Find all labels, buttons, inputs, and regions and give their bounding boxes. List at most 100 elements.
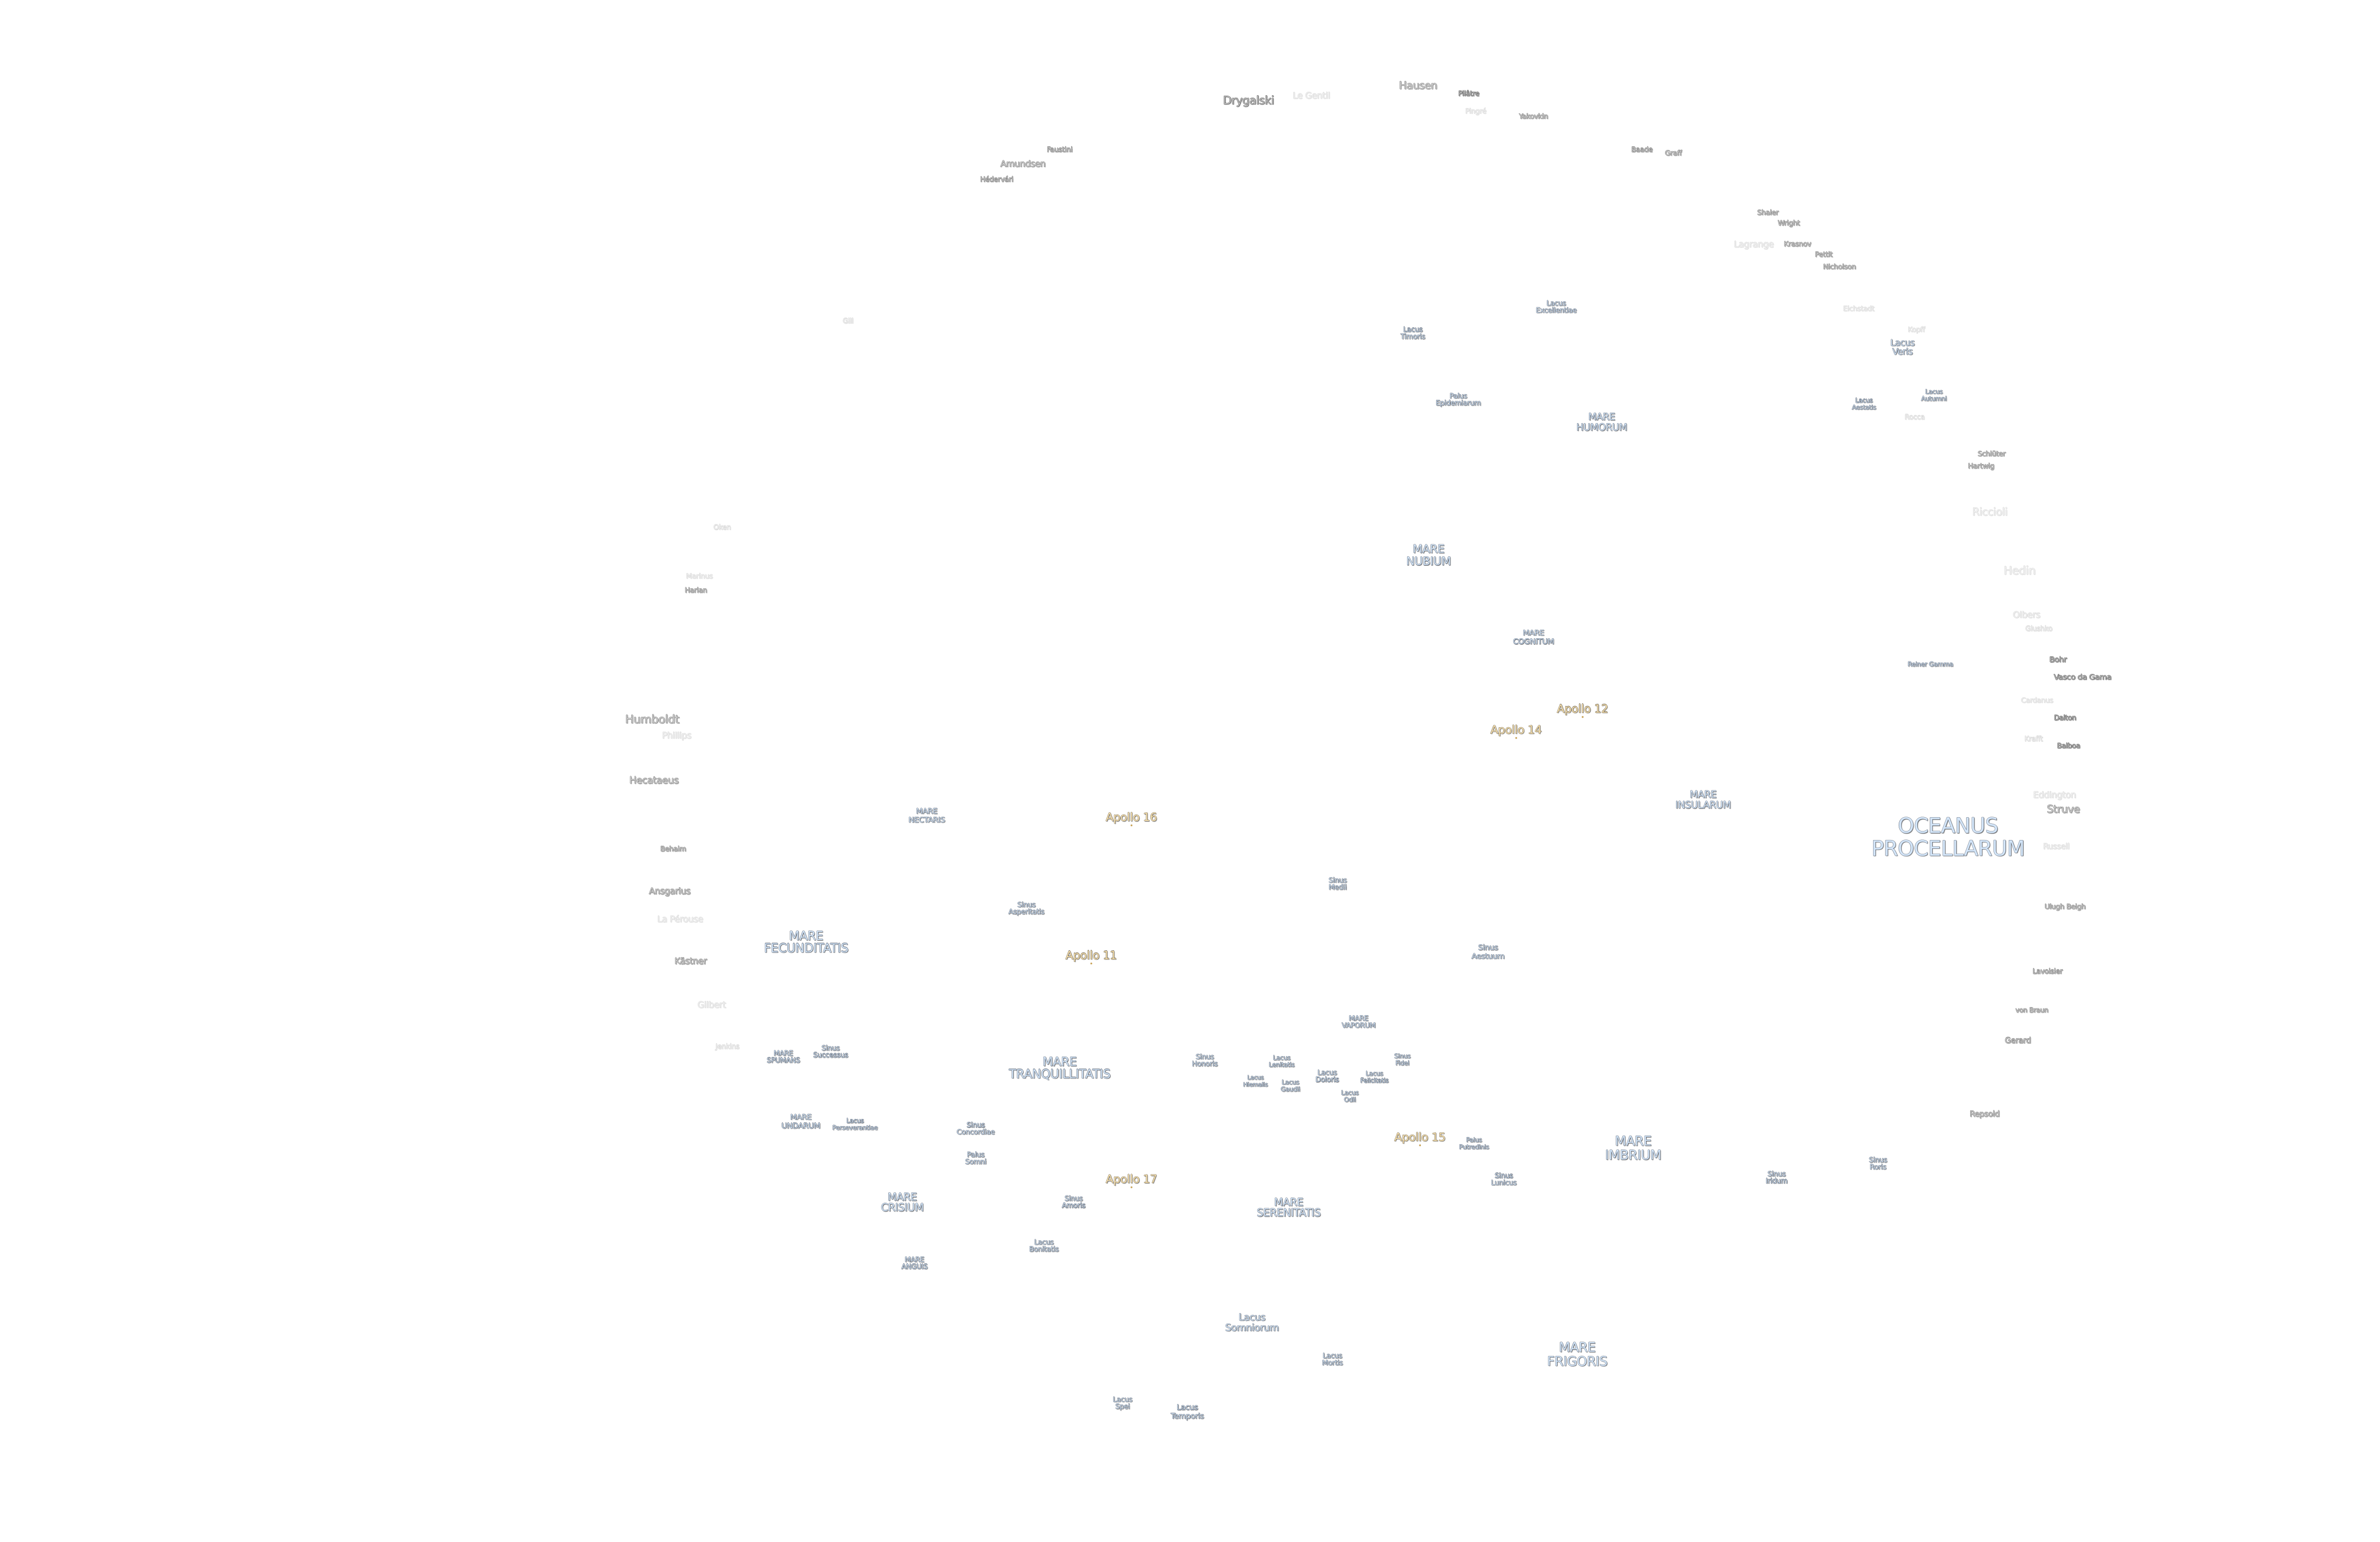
lacus-label: Lacus Excellentiae <box>1536 298 1577 315</box>
crater-label: Hecataeus <box>629 776 679 787</box>
palus-label: Palus Putredinis <box>1459 1137 1489 1151</box>
sinus-label: Sinus Medii <box>1329 875 1347 892</box>
crater-label: Kästner <box>674 957 707 968</box>
sinus-label: Sinus Honoris <box>1192 1052 1218 1068</box>
apollo-label: Apollo 15 <box>1394 1130 1446 1145</box>
landing-site-marker <box>1130 1186 1132 1188</box>
crater-label: Harlan <box>684 585 707 594</box>
lacus-label: Lacus Temporis <box>1170 1404 1204 1422</box>
landing-site-marker <box>1419 1144 1421 1146</box>
landing-site-marker <box>1130 824 1132 826</box>
crater-label: Graff <box>1665 148 1682 158</box>
sinus-label: Sinus Aestuum <box>1471 945 1505 962</box>
crater-label: Eichstadt <box>1843 304 1874 313</box>
crater-label: Nicholson <box>1823 262 1856 271</box>
crater-label: Balboa <box>2057 741 2081 750</box>
apollo-label: Apollo 14 <box>1490 723 1542 737</box>
lacus-label: Lacus Autumni <box>1921 388 1947 402</box>
crater-label: Pilâtre <box>1458 89 1479 98</box>
crater-label: Krasnov <box>1784 239 1812 248</box>
crater-label: Krafft <box>2024 734 2043 743</box>
sinus-label: Sinus Iridum <box>1765 1169 1788 1186</box>
crater-label: Gill <box>843 316 853 325</box>
crater-label: Russell <box>2043 843 2070 853</box>
apollo-label: Apollo 17 <box>1105 1172 1157 1186</box>
mare-label: MARE CRISIUM <box>881 1192 924 1216</box>
apollo-label: Apollo 12 <box>1557 702 1608 716</box>
crater-label: Amundsen <box>1000 159 1046 170</box>
mare-label: MARE FECUNDITATIS <box>764 929 849 957</box>
crater-label: La Pérouse <box>657 915 704 926</box>
crater-label: Hartwig <box>1968 461 1994 470</box>
landing-site-marker <box>1582 716 1583 718</box>
crater-label: Lavoisier <box>2033 967 2063 976</box>
mare-label: MARE SPUMANS <box>766 1048 800 1065</box>
crater-label: Hédervári <box>980 175 1013 184</box>
crater-label: Schlüter <box>1977 449 2006 458</box>
crater-label: Dalton <box>2054 713 2076 722</box>
lacus-label: Lacus Timoris <box>1400 325 1426 341</box>
lacus-label: Lacus Aestatis <box>1852 397 1876 411</box>
crater-label: Oken <box>713 523 731 532</box>
crater-label: Ansgarius <box>649 887 691 898</box>
crater-label: Cardanus <box>2021 695 2053 705</box>
crater-label: Faustini <box>1047 145 1073 154</box>
crater-label: Hausen <box>1398 80 1438 93</box>
mare-label: MARE IMBRIUM <box>1605 1133 1662 1163</box>
crater-label: Riccioli <box>1972 506 2008 519</box>
mare-label: MARE COGNITUM <box>1513 630 1555 647</box>
crater-label: Gerard <box>2004 1038 2031 1047</box>
sinus-label: Sinus Lunicus <box>1491 1171 1517 1187</box>
crater-label: Olbers <box>2013 611 2041 622</box>
lacus-label: Lacus Felicitatis <box>1360 1070 1389 1084</box>
crater-label: Struve <box>2046 804 2080 816</box>
lacus-label: Lacus Somniorum <box>1225 1313 1279 1334</box>
crater-label: Bohr <box>2049 657 2067 666</box>
crater-label: Eddington <box>2033 791 2076 801</box>
sinus-label: Sinus Asperitatis <box>1008 900 1045 916</box>
crater-label: Pingré <box>1465 106 1487 116</box>
sinus-label: Sinus Successus <box>813 1043 848 1060</box>
crater-label: Marinus <box>686 571 713 581</box>
crater-label: Gilbert <box>697 1000 726 1011</box>
lacus-label: Lacus Spei <box>1112 1394 1132 1411</box>
lacus-label: Lacus Doloris <box>1315 1068 1339 1084</box>
sinus-label: Sinus Amoris <box>1061 1194 1086 1210</box>
mare-label: MARE NECTARIS <box>908 808 945 825</box>
sinus-label: Sinus Concordiae <box>956 1120 995 1137</box>
lacus-label: Lacus Veris <box>1890 338 1915 359</box>
lacus-label: Lacus Perseverantiae <box>832 1117 878 1131</box>
crater-label: Yakovkin <box>1519 111 1548 121</box>
crater-label: Hedin <box>2003 564 2036 578</box>
crater-label: Baade <box>1631 145 1653 154</box>
palus-label: Palus Epidemiarum <box>1436 391 1481 407</box>
crater-label: Pettit <box>1815 249 1833 259</box>
lacus-label: Lacus Bonitatis <box>1029 1237 1059 1254</box>
lacus-label: Lacus Mortis <box>1322 1351 1343 1367</box>
crater-label: Jenkins <box>715 1042 740 1051</box>
sinus-label: Sinus Roris <box>1869 1155 1887 1172</box>
palus-label: Palus Somni <box>965 1150 987 1166</box>
lacus-label: Lacus Hiemalis <box>1243 1074 1268 1087</box>
crater-label: Vasco da Gama <box>2053 674 2112 683</box>
crater-label: Repsold <box>1969 1111 2000 1120</box>
crater-label: Le Gentil <box>1292 91 1330 102</box>
apollo-label: Apollo 16 <box>1105 811 1157 825</box>
mare-label: MARE NUBIUM <box>1406 542 1451 568</box>
crater-label: Kopff <box>1908 325 1925 334</box>
mare-label: MARE INSULARUM <box>1675 791 1731 811</box>
mare-label: MARE HUMORUM <box>1576 413 1627 434</box>
crater-label: Drygalski <box>1223 93 1274 108</box>
crater-label: Glushko <box>2025 624 2053 633</box>
lacus-label: Lacus Odii <box>1341 1089 1359 1103</box>
crater-label: Ulugh Beigh <box>2044 902 2086 911</box>
crater-label: Wright <box>1777 218 1800 227</box>
mare-label: OCEANUS PROCELLARUM <box>1871 813 2025 860</box>
mare-label: MARE SERENITATIS <box>1257 1197 1321 1221</box>
mare-label: MARE FRIGORIS <box>1547 1339 1607 1369</box>
landing-site-marker <box>1515 737 1517 739</box>
crater-label: von Braun <box>2015 1005 2049 1014</box>
crater-label: Behaim <box>660 844 686 853</box>
crater-label: Shaler <box>1757 208 1779 217</box>
crater-label: Lagrange <box>1734 240 1774 251</box>
